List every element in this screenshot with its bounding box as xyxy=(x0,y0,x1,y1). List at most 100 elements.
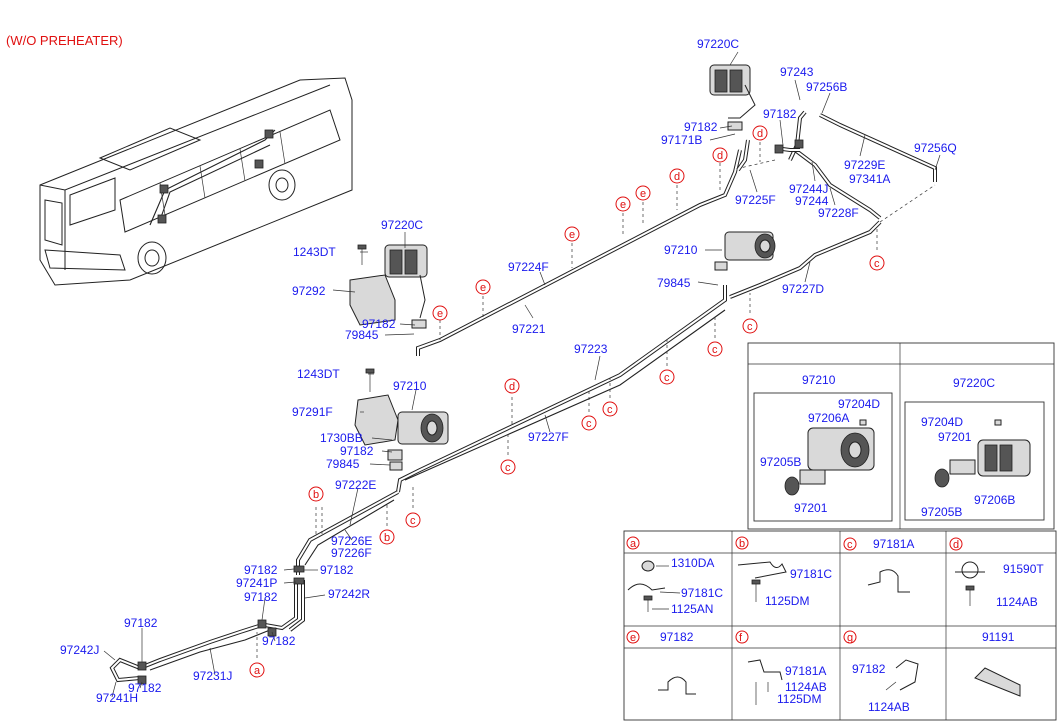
svg-text:e: e xyxy=(437,308,443,320)
label-79845-3: 79845 xyxy=(326,457,360,471)
label-97229e: 97229E xyxy=(844,158,885,172)
label-97231j: 97231J xyxy=(193,669,232,683)
callout-e: e xyxy=(564,226,580,242)
callout-b: b xyxy=(308,486,324,502)
label-97224f: 97224F xyxy=(508,260,549,274)
callout-c: c xyxy=(742,318,758,334)
callout-c: c xyxy=(707,341,723,357)
callout-markers: e e e e e d d d c c c c c c d c c b b a xyxy=(249,125,885,678)
label-97291f: 97291F xyxy=(292,405,333,419)
heater-97220c-mid xyxy=(349,244,428,329)
detail-right-part-2: 97201 xyxy=(938,430,972,444)
callout-b: b xyxy=(379,529,395,545)
table-f-part-3: 1125DM xyxy=(777,692,821,706)
table-cell-g: g xyxy=(843,630,857,644)
label-97241p: 97241P xyxy=(236,576,277,590)
label-97226f: 97226F xyxy=(331,546,372,560)
label-97182-mid: 97182 xyxy=(362,317,396,331)
label-97227d: 97227D xyxy=(782,282,824,296)
svg-text:f: f xyxy=(739,632,743,644)
table-e-title: 97182 xyxy=(660,630,694,644)
table-cell-f: f xyxy=(735,630,749,644)
callout-e: e xyxy=(475,279,491,295)
detail-left-title: 97210 xyxy=(802,373,836,387)
svg-text:a: a xyxy=(630,538,637,550)
detail-right-title: 97220C xyxy=(953,376,995,390)
callout-c: c xyxy=(581,415,597,431)
label-97242j: 97242J xyxy=(60,643,99,657)
svg-text:b: b xyxy=(384,532,390,544)
svg-text:a: a xyxy=(254,665,261,677)
label-97210-low: 97210 xyxy=(393,379,427,393)
label-79845-2: 79845 xyxy=(657,276,691,290)
svg-text:b: b xyxy=(313,489,319,501)
callout-d: d xyxy=(752,125,768,141)
svg-text:c: c xyxy=(586,418,592,430)
callout-c: c xyxy=(659,369,675,385)
svg-text:d: d xyxy=(509,381,515,393)
variant-note: (W/O PREHEATER) xyxy=(6,33,123,48)
svg-text:c: c xyxy=(747,321,753,333)
label-97225f: 97225F xyxy=(735,193,776,207)
heater-97220c-top xyxy=(709,64,756,131)
table-cell-d: d xyxy=(949,537,963,551)
callout-d: d xyxy=(669,168,685,184)
heater-97210-mid xyxy=(714,231,776,271)
leader-lines xyxy=(103,51,941,698)
label-97341a: 97341A xyxy=(849,172,890,186)
label-97182-low: 97182 xyxy=(340,444,374,458)
svg-text:e: e xyxy=(569,229,575,241)
label-97182-b4: 97182 xyxy=(124,616,158,630)
svg-text:e: e xyxy=(620,199,626,211)
pipe-network xyxy=(109,110,937,683)
svg-text:d: d xyxy=(953,539,959,551)
detail-right-part-1: 97204D xyxy=(921,415,963,429)
label-97256q: 97256Q xyxy=(914,141,957,155)
table-a-part-3: 1125AN xyxy=(671,602,713,616)
clamp-reference-table: a 1310DA 97181C 1125AN b 97181C 1125DM c… xyxy=(623,530,1057,721)
table-g-part-1: 97182 xyxy=(852,662,886,676)
bolt-1243dt-1 xyxy=(357,244,367,265)
label-97182-top2: 97182 xyxy=(763,107,797,121)
label-97182-b6: 97182 xyxy=(128,681,162,695)
table-f-part-1: 97181A xyxy=(785,664,826,678)
svg-text:e: e xyxy=(480,282,486,294)
table-cell-e: e xyxy=(626,630,640,644)
label-97182-top1: 97182 xyxy=(684,120,718,134)
table-g-part-2: 1124AB xyxy=(868,700,910,714)
svg-text:c: c xyxy=(847,539,853,551)
detail-right-part-3: 97205B xyxy=(921,505,962,519)
callout-d: d xyxy=(504,378,520,394)
callout-c: c xyxy=(602,401,618,417)
svg-text:c: c xyxy=(664,372,670,384)
table-a-part-1: 1310DA xyxy=(671,556,714,570)
detail-left-part-3: 97205B xyxy=(760,455,801,469)
label-97223: 97223 xyxy=(574,342,608,356)
table-cell-c: c xyxy=(843,537,857,551)
svg-text:c: c xyxy=(410,515,416,527)
label-97171b: 97171B xyxy=(661,133,702,147)
label-79845-1: 79845 xyxy=(345,328,379,342)
label-97220c-mid: 97220C xyxy=(381,218,423,232)
label-97182-b5: 97182 xyxy=(262,634,296,648)
label-97210-mid: 97210 xyxy=(664,243,698,257)
callout-c: c xyxy=(869,255,885,271)
label-97227f: 97227F xyxy=(528,430,569,444)
table-c-title: 97181A xyxy=(873,537,914,551)
detail-right-part-4: 97206B xyxy=(974,493,1015,507)
svg-text:c: c xyxy=(607,404,613,416)
bus-illustration xyxy=(39,77,353,286)
table-cell-b: b xyxy=(735,536,749,550)
bolt-1243dt-2 xyxy=(365,368,375,392)
svg-text:d: d xyxy=(717,150,723,162)
callout-e: e xyxy=(615,196,631,212)
label-97241h: 97241H xyxy=(96,691,138,705)
svg-text:c: c xyxy=(874,258,880,270)
label-97256b: 97256B xyxy=(806,80,847,94)
callout-c: c xyxy=(500,459,516,475)
callout-c: c xyxy=(405,512,421,528)
label-1243dt-2: 1243DT xyxy=(297,367,340,381)
label-1243dt-1: 1243DT xyxy=(293,245,336,259)
table-cell-a: a xyxy=(626,536,640,550)
